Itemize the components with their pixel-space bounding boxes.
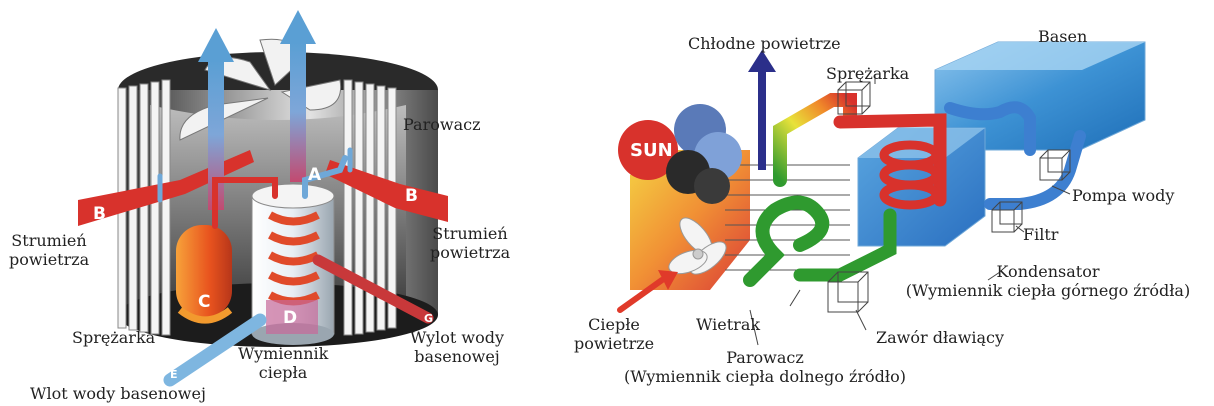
label-filter: Filtr: [1023, 225, 1058, 244]
label-throttle-valve: Zawór dławiący: [876, 328, 1004, 347]
label-pool: Basen: [1038, 27, 1087, 46]
label-air-stream-left: Strumień powietrza: [9, 231, 89, 269]
marker-g: G: [424, 312, 433, 325]
label-evaporator: Parowacz (Wymiennik ciepła dolnego źródł…: [600, 348, 930, 386]
label-evaporator: Parowacz: [403, 115, 481, 134]
marker-b-left: B: [93, 204, 106, 224]
label-water-pump: Pompa wody: [1072, 186, 1174, 205]
sun-label: SUN: [630, 140, 673, 161]
right-pool-heat-pump-diagram: SUN Chłodne powietrze Basen Sprężarka Po…: [600, 0, 1214, 406]
label-water-outlet: Wylot wody basenowej: [402, 328, 512, 366]
label-compressor: Sprężarka: [826, 64, 909, 83]
left-heat-pump-diagram: A B B C D E G Parowacz Strumień powietrz…: [0, 0, 600, 406]
marker-b-right: B: [405, 186, 418, 206]
label-fan: Wietrak: [696, 315, 760, 334]
label-compressor: Sprężarka: [72, 328, 155, 347]
label-condenser: Kondensator (Wymiennik ciepła górnego źr…: [898, 262, 1198, 300]
label-heat-exchanger: Wymiennik ciepła: [238, 344, 328, 382]
cold-air-arrow: [748, 50, 776, 170]
marker-c: C: [198, 292, 210, 312]
label-air-stream-right: Strumień powietrza: [430, 224, 510, 262]
label-cold-air: Chłodne powietrze: [688, 34, 841, 53]
marker-d: D: [283, 308, 297, 328]
marker-a: A: [308, 165, 321, 185]
marker-e: E: [170, 368, 178, 381]
label-water-inlet: Wlot wody basenowej: [30, 384, 206, 403]
